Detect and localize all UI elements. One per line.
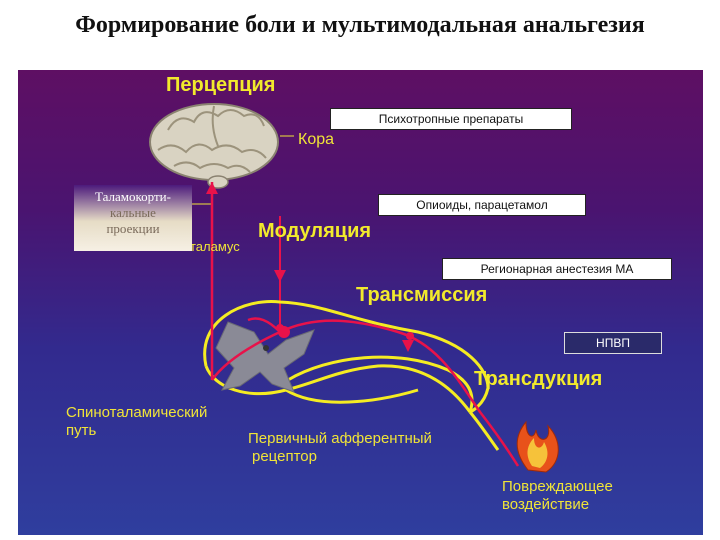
brain-icon: [149, 103, 279, 189]
ascending-arrowhead: [206, 182, 218, 194]
stage-transduction: Трансдукция: [474, 368, 603, 390]
afferent-line2: рецептор: [252, 448, 317, 465]
thalamocortical-box: Таламокорти- кальные проекции: [74, 185, 192, 251]
afferent-line1: Первичный афферентный: [248, 430, 432, 447]
stage-transmission: Трансмиссия: [356, 284, 488, 306]
damage-line1: Повреждающее: [502, 478, 613, 495]
flame-icon: [516, 420, 559, 473]
pathway-diagram: [149, 103, 559, 473]
spinothalamic-line1: Спиноталамический: [66, 404, 208, 421]
drug-regional: Регионарная анестезия МА: [442, 258, 672, 280]
spinal-cord-icon: [215, 321, 315, 393]
stage-modulation: Модуляция: [258, 220, 372, 242]
diagram-panel: Перцепция Модуляция Трансмиссия Трансдук…: [18, 70, 703, 535]
slide-title: Формирование боли и мультимодальная анал…: [75, 12, 645, 38]
drug-psychotropic: Психотропные препараты: [330, 108, 572, 130]
spinothalamic-line2: путь: [66, 422, 97, 439]
drug-opioids: Опиоиды, парацетамол: [378, 194, 586, 216]
cortex-label: Кора: [298, 131, 335, 148]
stage-perception: Перцепция: [166, 74, 276, 96]
synapse-node: [278, 326, 290, 338]
thalamocortical-line1: Таламокорти-: [95, 189, 171, 204]
thalamus-label: таламус: [190, 239, 240, 254]
transmission-arrowhead: [402, 340, 414, 352]
drug-nsaid: НПВП: [564, 332, 662, 354]
thalamocortical-line2: кальные: [110, 205, 156, 220]
thalamocortical-line3: проекции: [106, 221, 160, 236]
ascending-pathway: [210, 182, 520, 467]
nerve-outline: [203, 300, 500, 451]
transmission-node: [406, 332, 414, 340]
damage-line2: воздействие: [502, 496, 590, 513]
